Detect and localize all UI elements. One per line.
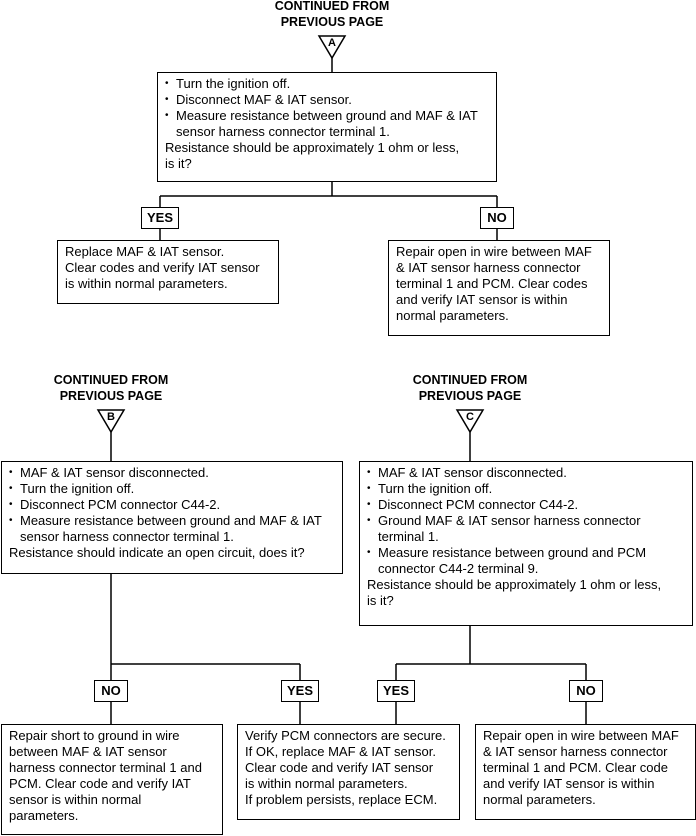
label-no-c: NO [569, 680, 603, 702]
step-b-item-4: Measure resistance between ground and MA… [9, 513, 336, 545]
step-a-item-3: Measure resistance between ground and MA… [165, 108, 490, 140]
step-c-item-2: Turn the ignition off. [367, 481, 686, 497]
step-c-item-1: MAF & IAT sensor disconnected. [367, 465, 686, 481]
step-box-a: Turn the ignition off. Disconnect MAF & … [157, 72, 497, 182]
label-no-b: NO [94, 680, 128, 702]
step-a-item-2: Disconnect MAF & IAT sensor. [165, 92, 490, 108]
continued-from-previous-page-c: CONTINUED FROM PREVIOUS PAGE [412, 373, 528, 403]
step-c-item-5: Measure resistance between ground and PC… [367, 545, 686, 577]
step-a-item-1: Turn the ignition off. [165, 76, 490, 92]
triangle-marker-b [96, 409, 126, 434]
triangle-marker-c [455, 409, 485, 434]
result-b-no: Repair short to ground in wire between M… [1, 724, 223, 835]
result-c-no-text: Repair open in wire between MAF & IAT se… [483, 728, 679, 807]
step-box-c: MAF & IAT sensor disconnected. Turn the … [359, 461, 693, 626]
result-a-no: Repair open in wire between MAF & IAT se… [388, 240, 610, 336]
result-b-yes-text: Verify PCM connectors are secure. If OK,… [245, 728, 446, 807]
continued-from-previous-page-a: CONTINUED FROM PREVIOUS PAGE [274, 0, 390, 29]
result-c-no: Repair open in wire between MAF & IAT se… [475, 724, 696, 820]
step-box-b: MAF & IAT sensor disconnected. Turn the … [1, 461, 343, 574]
result-a-yes-text: Replace MAF & IAT sensor. Clear codes an… [65, 244, 260, 291]
result-a-no-text: Repair open in wire between MAF & IAT se… [396, 244, 592, 323]
label-yes-b: YES [281, 680, 319, 702]
step-b-item-1: MAF & IAT sensor disconnected. [9, 465, 336, 481]
continued-from-previous-page-b: CONTINUED FROM PREVIOUS PAGE [53, 373, 169, 403]
step-b-question: Resistance should indicate an open circu… [9, 545, 305, 560]
result-b-yes: Verify PCM connectors are secure. If OK,… [237, 724, 460, 820]
step-c-item-4: Ground MAF & IAT sensor harness connecto… [367, 513, 686, 545]
triangle-marker-a [317, 35, 347, 60]
label-yes-a: YES [141, 207, 179, 229]
step-c-question: Resistance should be approximately 1 ohm… [367, 577, 662, 608]
result-b-no-text: Repair short to ground in wire between M… [9, 728, 202, 823]
label-yes-c: YES [377, 680, 415, 702]
label-no-a: NO [480, 207, 514, 229]
marker-letter-c: C [466, 411, 474, 423]
marker-letter-a: A [328, 37, 336, 49]
step-a-question: Resistance should be approximately 1 ohm… [165, 140, 460, 171]
marker-letter-b: B [107, 411, 115, 423]
step-c-item-3: Disconnect PCM connector C44-2. [367, 497, 686, 513]
step-b-item-2: Turn the ignition off. [9, 481, 336, 497]
result-a-yes: Replace MAF & IAT sensor. Clear codes an… [57, 240, 279, 304]
step-b-item-3: Disconnect PCM connector C44-2. [9, 497, 336, 513]
